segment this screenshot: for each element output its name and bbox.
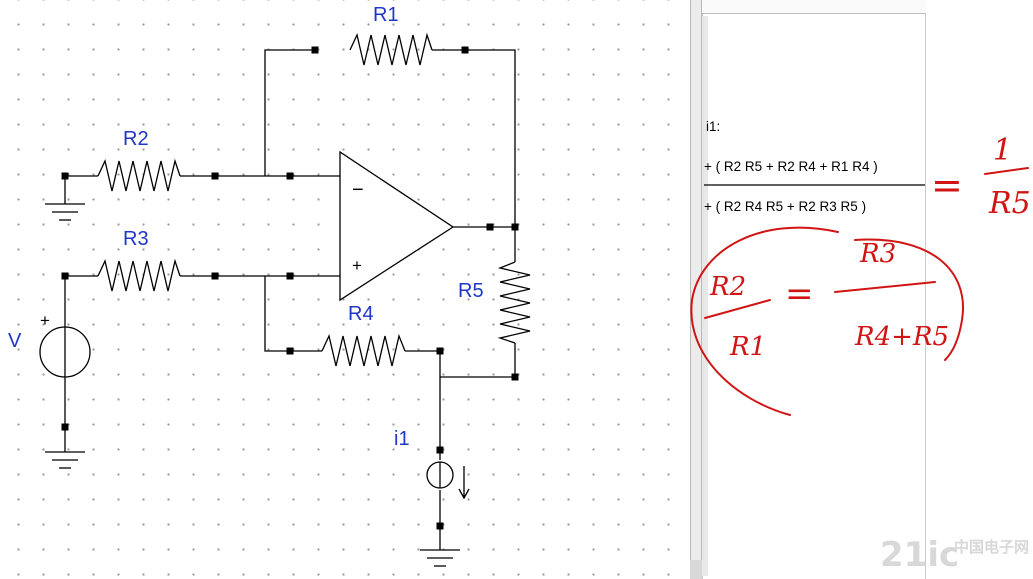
hand-arc: [854, 238, 964, 361]
node: [61, 172, 69, 180]
hand-rhs2-den: R4+R5: [854, 322, 949, 352]
hand-circle: [690, 226, 839, 416]
ground-symbol: [45, 203, 85, 221]
watermark-cn: 中国电子网: [954, 538, 1029, 556]
node: [211, 172, 219, 180]
resistor-r5[interactable]: [497, 261, 531, 344]
label-r2: R2: [123, 128, 149, 150]
hand-rhs-top: 1: [993, 133, 1012, 168]
current-source-i1[interactable]: [426, 461, 470, 500]
result-scrollbar[interactable]: [702, 16, 708, 576]
node: [286, 272, 294, 280]
current-direction-arrow: [458, 466, 470, 500]
node: [511, 373, 519, 381]
node: [436, 446, 444, 454]
hand-eq2: =: [785, 274, 814, 314]
hand-rhs2-num: R3: [859, 239, 896, 269]
opamp[interactable]: − +: [339, 150, 455, 302]
node: [61, 423, 69, 431]
node: [311, 46, 319, 54]
node: [436, 522, 444, 530]
connection-nodes: [61, 46, 519, 530]
voltage-source-v[interactable]: +: [39, 311, 91, 378]
splitter-grip[interactable]: [690, 560, 702, 579]
hand-rhs-bottom: R5: [988, 186, 1031, 221]
ground-symbol: [45, 451, 85, 469]
watermark-text: 21ic: [880, 535, 959, 575]
hand-eq1: =: [931, 163, 963, 207]
result-header: i1:: [706, 119, 720, 134]
label-i1: i1: [394, 428, 410, 450]
hand-lhs-den: R1: [729, 332, 766, 362]
node: [461, 46, 469, 54]
node: [486, 223, 494, 231]
node: [61, 272, 69, 280]
result-denominator: + ( R2 R4 R5 + R2 R3 R5 ): [704, 199, 866, 214]
hand-rhs-bar: [984, 167, 1029, 175]
resistor-r1[interactable]: [349, 32, 433, 66]
node: [511, 223, 519, 231]
ground-symbol: [420, 549, 460, 567]
opamp-noninverting-sign: +: [352, 256, 362, 275]
label-r4: R4: [348, 303, 374, 325]
hand-rhs2-bar: [834, 281, 936, 293]
watermark-logo: 21ic 中国电子网: [880, 535, 1029, 575]
label-v: V: [8, 330, 22, 352]
handwritten-annotations: = 1 R5 R2 R1 = R3 R4+R5: [690, 133, 1031, 416]
wire-r4-left: [264, 276, 322, 352]
label-r3: R3: [123, 228, 149, 250]
node: [286, 347, 294, 355]
v-polarity-sign: +: [40, 311, 50, 330]
node: [286, 172, 294, 180]
resistor-r4[interactable]: [321, 333, 406, 367]
wire-r1-right: [432, 49, 516, 227]
hand-lhs-bar: [704, 299, 771, 319]
label-r5: R5: [458, 280, 484, 302]
pane-splitter[interactable]: [690, 0, 702, 579]
resistor-r2[interactable]: [97, 158, 181, 192]
label-r1: R1: [373, 4, 399, 26]
opamp-inverting-sign: −: [352, 179, 364, 201]
wire-r4-right: [405, 350, 441, 460]
node: [436, 347, 444, 355]
node: [211, 272, 219, 280]
result-pane-header: [702, 0, 926, 14]
result-numerator: + ( R2 R5 + R2 R4 + R1 R4 ): [704, 159, 878, 174]
hand-lhs-num: R2: [709, 272, 746, 302]
resistor-r3[interactable]: [97, 258, 181, 292]
wire-r1-left: [264, 49, 315, 176]
